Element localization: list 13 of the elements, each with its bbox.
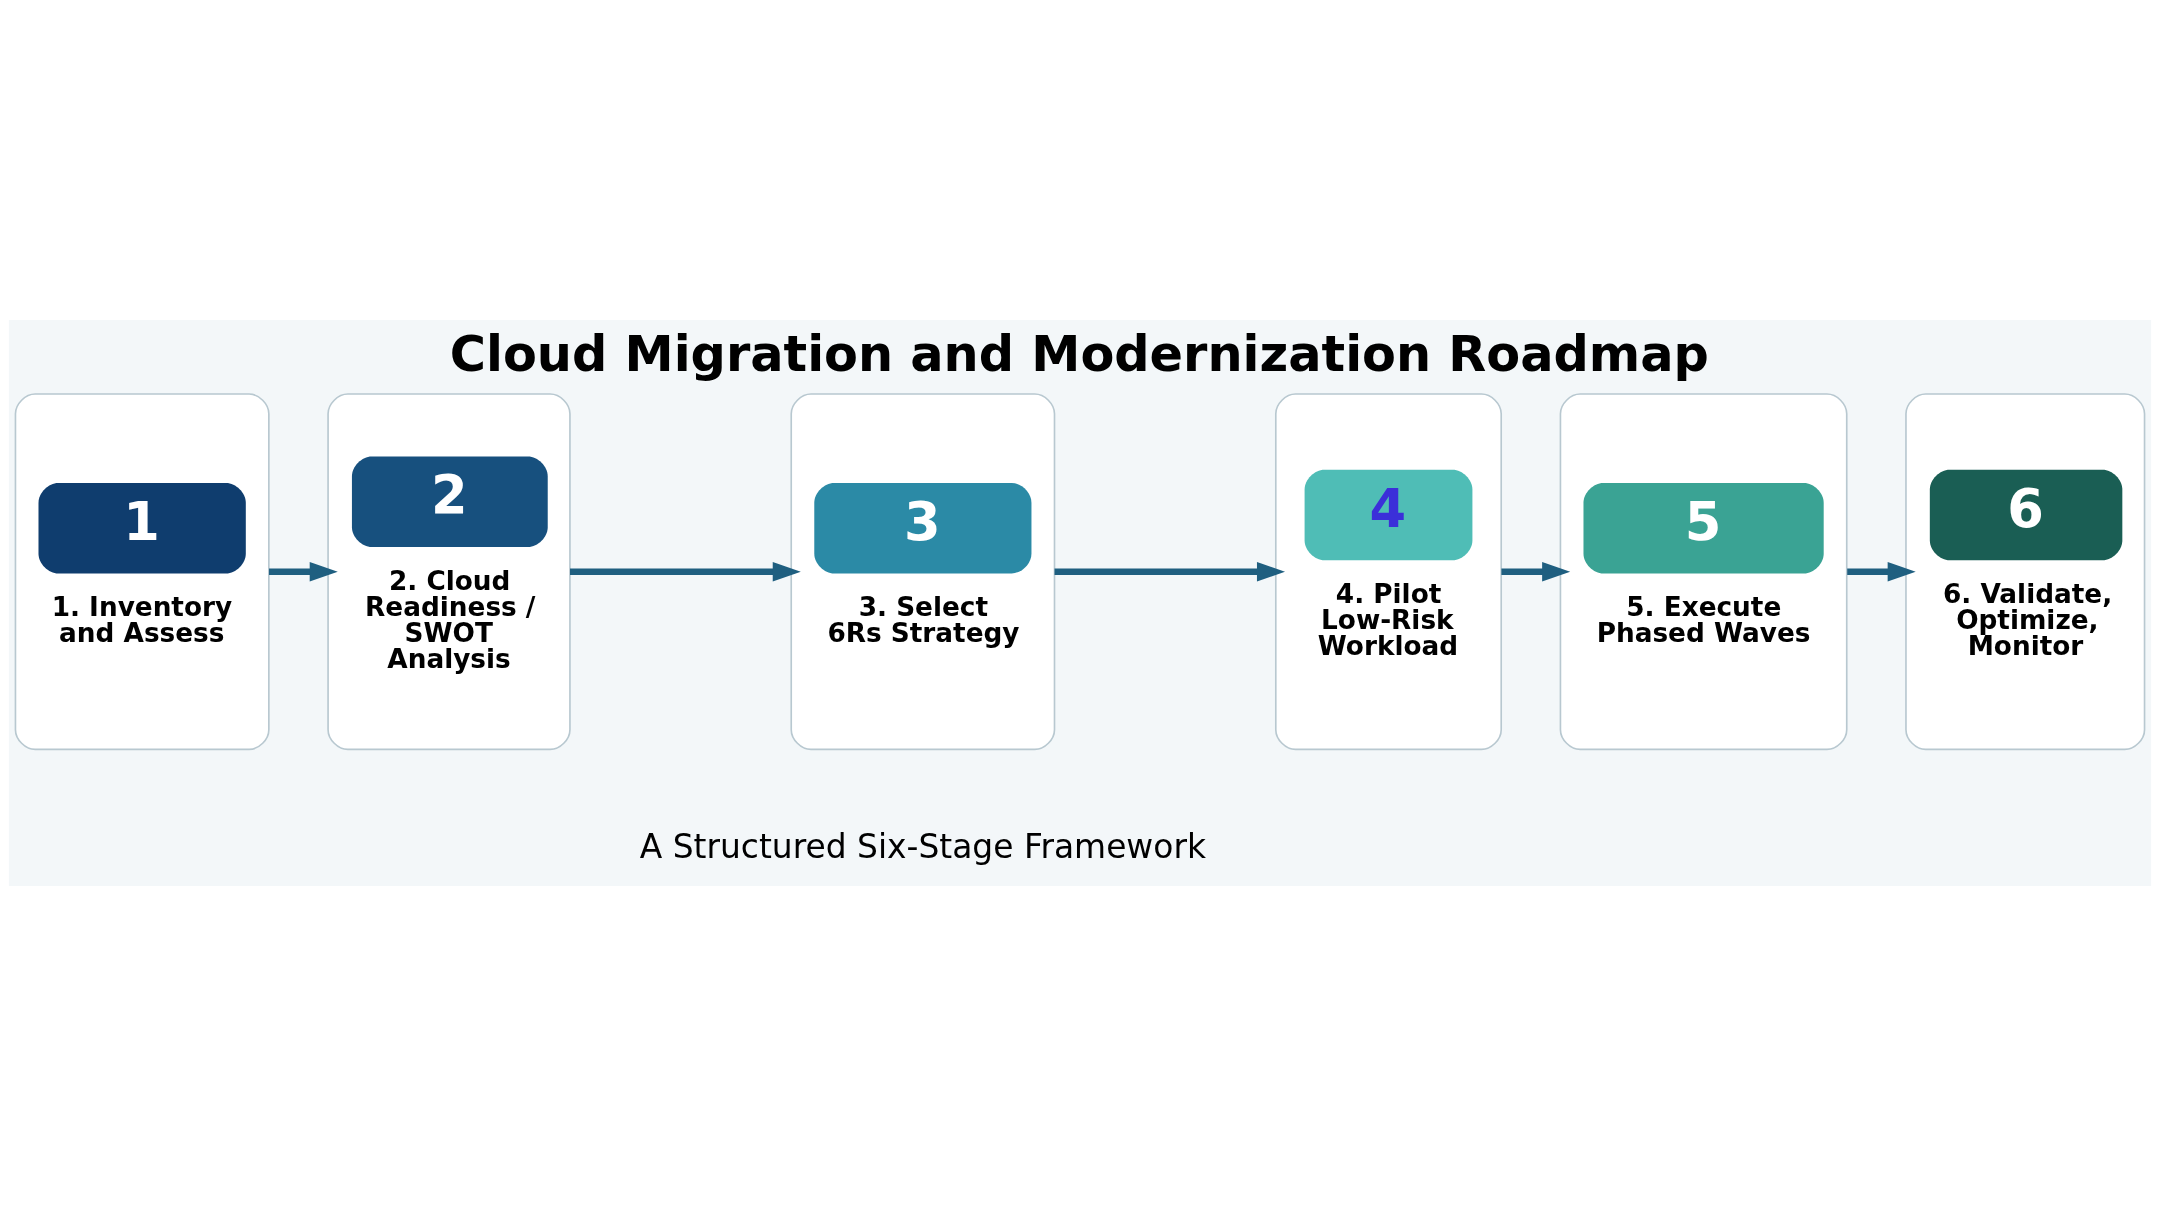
node-box: 5 5. Execute Phased Waves — [1559, 393, 1848, 751]
label: A Structured Six-Stage Framework — [639, 827, 1206, 867]
arrow — [570, 561, 801, 582]
arrow — [1054, 561, 1286, 582]
arrow — [269, 561, 338, 582]
node-box: 3 3. Select 6Rs Strategy — [790, 393, 1056, 751]
node-box: 1 1. Inventory and Assess — [14, 393, 270, 751]
arrow — [1847, 561, 1916, 582]
node-box: 6 6. Validate, Optimize, Monitor — [1905, 393, 2146, 751]
arrow — [1501, 561, 1571, 582]
node-box: 4 4. Pilot Low-Risk Workload — [1274, 393, 1503, 751]
node-box: 2 2. Cloud Readiness / SWOT Analysis — [327, 393, 571, 751]
diagram-title: Cloud Migration and Modernization Roadmap — [449, 325, 1709, 384]
